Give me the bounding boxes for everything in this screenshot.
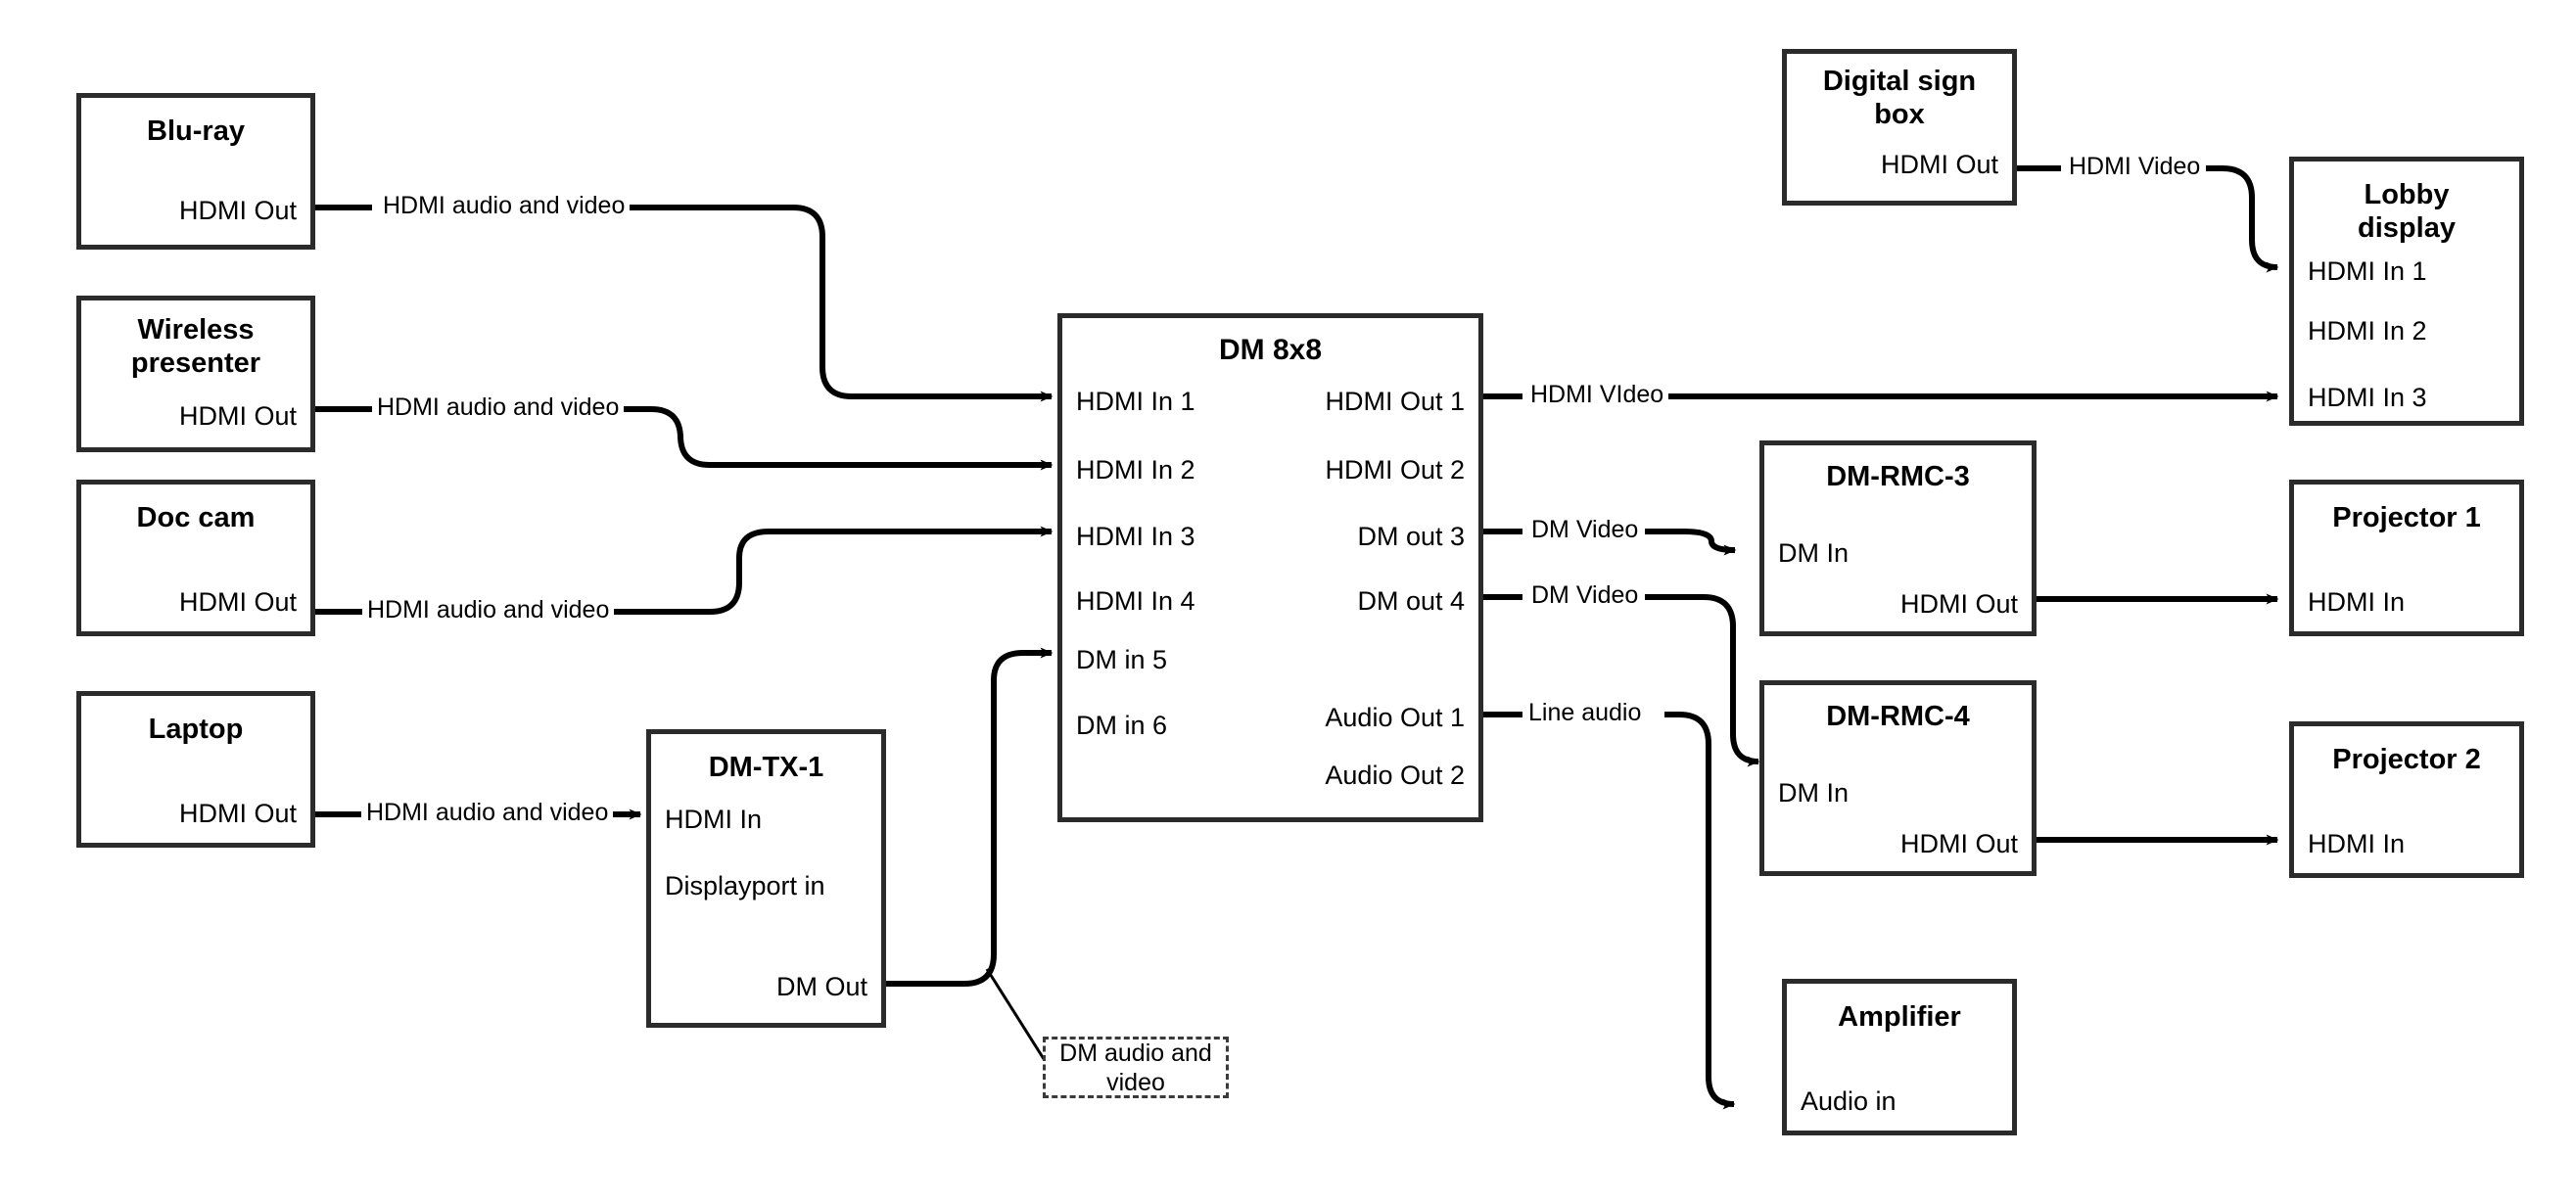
node-dm-8x8-port-hdmi-in-2[interactable]: HDMI In 2	[1076, 455, 1195, 485]
node-laptop-title: Laptop	[148, 714, 244, 745]
node-dm-8x8-port-dm-out-4[interactable]: DM out 4	[1357, 586, 1465, 616]
node-dm-8x8-port-hdmi-in-4[interactable]: HDMI In 4	[1076, 586, 1195, 616]
node-digital-sign-box[interactable]: Digital sign box HDMI Out	[1782, 49, 2017, 206]
node-doc-cam-port-hdmi-out[interactable]: HDMI Out	[178, 587, 297, 617]
wire-label-wireless-presenter: HDMI audio and video	[372, 393, 625, 422]
node-dm-8x8[interactable]: DM 8x8 HDMI In 1 HDMI In 2 HDMI In 3 HDM…	[1057, 313, 1483, 822]
node-dm-8x8-port-audio-out-2[interactable]: Audio Out 2	[1325, 761, 1465, 790]
wire-label-doc-cam: HDMI audio and video	[362, 596, 615, 624]
wire-label-dm-out-3: DM Video	[1526, 516, 1644, 544]
wire-label-digital-sign-box: HDMI Video	[2064, 153, 2206, 181]
node-dm-tx-1-port-dm-out[interactable]: DM Out	[775, 972, 867, 1001]
node-dm-8x8-port-hdmi-in-1[interactable]: HDMI In 1	[1076, 387, 1195, 416]
node-dm-rmc-3-port-hdmi-out[interactable]: HDMI Out	[1899, 589, 2018, 619]
node-dm-rmc-3-port-dm-in[interactable]: DM In	[1778, 538, 1850, 568]
wire-dm8x8-audio1-to-amplifier	[1483, 712, 1734, 1104]
wire-wireless-to-dm8x8-in2	[315, 406, 1052, 465]
node-dm-rmc-3[interactable]: DM-RMC-3 DM In HDMI Out	[1759, 440, 2037, 636]
wire-dm8x8-out4-to-rmc4	[1483, 594, 1758, 762]
wire-label-hdmi-out-1: HDMI VIdeo	[1525, 381, 1669, 409]
wire-label-dm-out-4: DM Video	[1526, 581, 1644, 610]
node-digital-sign-box-port-hdmi-out[interactable]: HDMI Out	[1880, 150, 1998, 179]
node-dm-8x8-title: DM 8x8	[1218, 334, 1323, 366]
callout-dm-audio-and-video: DM audio and video	[1043, 1037, 1229, 1098]
node-dm-rmc-4[interactable]: DM-RMC-4 DM In HDMI Out	[1759, 680, 2037, 876]
node-digital-sign-box-title: Digital sign box	[1787, 66, 2012, 132]
node-dm-tx-1[interactable]: DM-TX-1 HDMI In Displayport in DM Out	[646, 729, 886, 1028]
wire-signbox-to-lobby-in1	[2017, 165, 2277, 267]
node-dm-8x8-port-dm-out-3[interactable]: DM out 3	[1357, 522, 1465, 551]
node-laptop[interactable]: Laptop HDMI Out	[76, 691, 315, 848]
node-dm-8x8-port-dm-in-5[interactable]: DM in 5	[1076, 645, 1168, 674]
node-wireless-presenter-title: Wireless presenter	[81, 314, 310, 381]
node-dm-8x8-port-hdmi-in-3[interactable]: HDMI In 3	[1076, 522, 1195, 551]
node-dm-8x8-port-audio-out-1[interactable]: Audio Out 1	[1325, 703, 1465, 732]
node-amplifier-title: Amplifier	[1838, 1001, 1961, 1033]
wire-label-bluray: HDMI audio and video	[378, 192, 631, 220]
wire-label-audio-out-1: Line audio	[1523, 699, 1647, 727]
node-dm-tx-1-title: DM-TX-1	[708, 752, 824, 783]
wire-dmtx1-to-dm8x8-in5	[886, 647, 1054, 987]
node-doc-cam[interactable]: Doc cam HDMI Out	[76, 480, 315, 636]
node-lobby-display[interactable]: Lobby display HDMI In 1 HDMI In 2 HDMI I…	[2289, 157, 2524, 426]
node-lobby-display-title-text: Lobby display	[2358, 179, 2456, 244]
node-dm-tx-1-port-hdmi-in[interactable]: HDMI In	[665, 805, 763, 834]
node-amplifier[interactable]: Amplifier Audio in	[1782, 979, 2017, 1135]
node-doc-cam-title: Doc cam	[136, 502, 256, 533]
node-dm-rmc-4-port-dm-in[interactable]: DM In	[1778, 778, 1850, 808]
callout-dm-audio-and-video-text: DM audio and video	[1059, 1039, 1212, 1096]
node-projector-1-title: Projector 1	[2332, 502, 2481, 533]
node-amplifier-port-audio-in[interactable]: Audio in	[1801, 1086, 1897, 1116]
node-dm-rmc-4-title: DM-RMC-4	[1826, 701, 1970, 732]
wire-dm8x8-out3-to-rmc3	[1483, 529, 1735, 550]
node-lobby-display-port-hdmi-in-2[interactable]: HDMI In 2	[2308, 316, 2427, 346]
node-projector-1-port-hdmi-in[interactable]: HDMI In	[2308, 587, 2406, 617]
callout-leader-line	[985, 968, 1048, 1063]
node-bluray-port-hdmi-out[interactable]: HDMI Out	[178, 196, 297, 225]
node-dm-8x8-port-hdmi-out-2[interactable]: HDMI Out 2	[1325, 455, 1465, 485]
node-dm-8x8-port-dm-in-6[interactable]: DM in 6	[1076, 711, 1168, 740]
node-bluray-title: Blu-ray	[147, 115, 245, 147]
node-wireless-presenter-port-hdmi-out[interactable]: HDMI Out	[178, 401, 297, 431]
node-dm-8x8-port-hdmi-out-1[interactable]: HDMI Out 1	[1325, 387, 1465, 416]
node-projector-2-title: Projector 2	[2332, 744, 2481, 775]
node-wireless-presenter-title-text: Wireless presenter	[130, 314, 261, 379]
node-wireless-presenter[interactable]: Wireless presenter HDMI Out	[76, 296, 315, 452]
node-projector-1[interactable]: Projector 1 HDMI In	[2289, 480, 2524, 636]
node-lobby-display-port-hdmi-in-1[interactable]: HDMI In 1	[2308, 256, 2427, 286]
node-lobby-display-port-hdmi-in-3[interactable]: HDMI In 3	[2308, 383, 2427, 412]
node-projector-2-port-hdmi-in[interactable]: HDMI In	[2308, 829, 2406, 858]
node-bluray[interactable]: Blu-ray HDMI Out	[76, 93, 315, 250]
node-projector-2[interactable]: Projector 2 HDMI In	[2289, 721, 2524, 878]
node-lobby-display-title: Lobby display	[2294, 179, 2519, 246]
node-laptop-port-hdmi-out[interactable]: HDMI Out	[178, 799, 297, 828]
node-dm-rmc-3-title: DM-RMC-3	[1826, 461, 1970, 492]
wire-bluray-to-dm8x8-in1	[315, 205, 1052, 396]
node-digital-sign-box-title-text: Digital sign box	[1822, 66, 1977, 130]
node-dm-rmc-4-port-hdmi-out[interactable]: HDMI Out	[1899, 829, 2018, 858]
wire-label-laptop: HDMI audio and video	[361, 799, 614, 827]
node-dm-tx-1-port-displayport-in[interactable]: Displayport in	[665, 871, 825, 901]
